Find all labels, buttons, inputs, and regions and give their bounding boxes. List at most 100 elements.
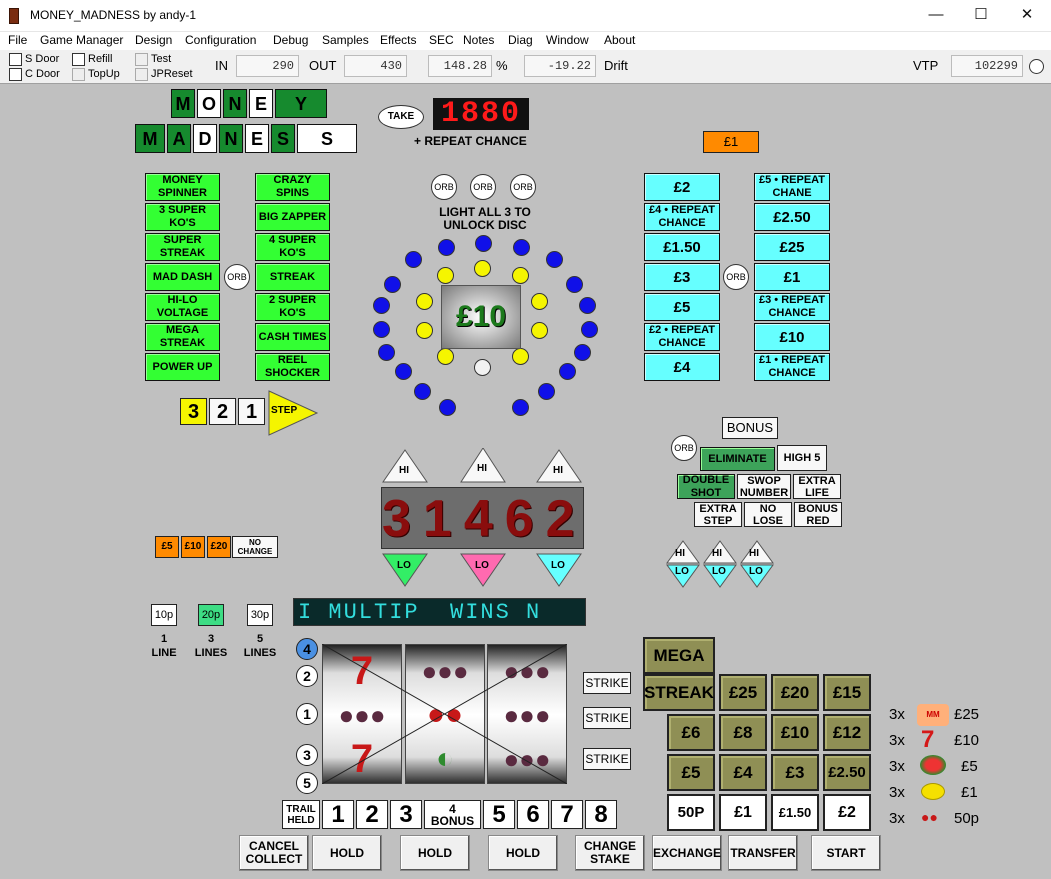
strike-button-1[interactable]: STRIKE <box>583 672 631 694</box>
reel-1: 7 ●●● 7 <box>322 644 402 784</box>
bonus-no-lose[interactable]: NO LOSE <box>744 502 792 527</box>
feature-money-spinner[interactable]: MONEY SPINNER <box>145 173 220 201</box>
step-arrow[interactable] <box>267 389 319 437</box>
bonus-red[interactable]: BONUS RED <box>794 502 842 527</box>
refill-checkbox[interactable] <box>72 53 85 66</box>
line-marker-2: 2 <box>296 665 318 687</box>
disc-light <box>475 235 492 252</box>
menu-sec[interactable]: SEC <box>429 33 454 47</box>
prize-cell: £5 <box>644 293 720 321</box>
maximize-button[interactable]: ☐ <box>974 6 988 23</box>
hold-button-1[interactable]: HOLD <box>312 835 382 871</box>
hilo-arrows[interactable] <box>379 448 605 588</box>
menu-configuration[interactable]: Configuration <box>185 33 257 47</box>
menu-game-manager[interactable]: Game Manager <box>40 33 124 47</box>
strike-button-3[interactable]: STRIKE <box>583 748 631 770</box>
stake-10p[interactable]: 10p <box>151 604 177 626</box>
feature-2-super-kos[interactable]: 2 SUPER KO'S <box>255 293 330 321</box>
close-button[interactable]: ✕ <box>1020 6 1034 23</box>
lo-label: LO <box>675 566 689 577</box>
menu-effects[interactable]: Effects <box>380 33 417 47</box>
hold-button-3[interactable]: HOLD <box>488 835 558 871</box>
bonus-swop-number[interactable]: SWOP NUMBER <box>737 474 791 499</box>
paytable-value: £25 <box>954 706 980 723</box>
bonus-double-shot[interactable]: DOUBLE SHOT <box>677 474 735 499</box>
start-button[interactable]: START <box>811 835 881 871</box>
menu-design[interactable]: Design <box>135 33 173 47</box>
s-door-checkbox[interactable] <box>9 53 22 66</box>
cancel-collect-button[interactable]: CANCEL COLLECT <box>239 835 309 871</box>
menu-diag[interactable]: Diag <box>508 33 533 47</box>
take-button[interactable]: TAKE <box>378 105 424 129</box>
feature-mega-streak[interactable]: MEGA STREAK <box>145 323 220 351</box>
minimize-button[interactable]: — <box>928 6 944 23</box>
feature-hi-lo-voltage[interactable]: HI-LO VOLTAGE <box>145 293 220 321</box>
strike-button-2[interactable]: STRIKE <box>583 707 631 729</box>
disc-light <box>395 363 412 380</box>
test-checkbox[interactable] <box>135 53 148 66</box>
hi-label: HI <box>675 548 685 559</box>
feature-streak[interactable]: STREAK <box>255 263 330 291</box>
small-prize-5: £5 <box>155 536 179 558</box>
hilo-diamonds[interactable] <box>665 539 777 589</box>
paytable-mult: 3x <box>889 732 905 749</box>
menu-file[interactable]: File <box>8 33 28 47</box>
bonus-eliminate[interactable]: ELIMINATE <box>700 447 775 471</box>
grapes-icon: ●●● <box>503 744 551 774</box>
feature-reel-shocker[interactable]: REEL SHOCKER <box>255 353 330 381</box>
hilo-hi-3[interactable]: HI <box>553 465 563 476</box>
topup-checkbox[interactable] <box>72 68 85 81</box>
transfer-button[interactable]: TRANSFER <box>728 835 798 871</box>
feature-mad-dash[interactable]: MAD DASH <box>145 263 220 291</box>
change-stake-button[interactable]: CHANGE STAKE <box>575 835 645 871</box>
disc-light <box>416 322 433 339</box>
c-door-label: C Door <box>25 68 60 80</box>
disc-light <box>513 239 530 256</box>
hilo-hi-1[interactable]: HI <box>399 465 409 476</box>
feature-big-zapper[interactable]: BIG ZAPPER <box>255 203 330 231</box>
menu-debug[interactable]: Debug <box>273 33 309 47</box>
mega-prize: £2.50 <box>823 754 871 791</box>
menu-notes[interactable]: Notes <box>463 33 495 47</box>
bonus-high-5[interactable]: HIGH 5 <box>777 445 827 471</box>
menu-window[interactable]: Window <box>546 33 589 47</box>
c-door-checkbox[interactable] <box>9 68 22 81</box>
game-panel: M O N E Y M A D N E S S TAKE 1880 + REPE… <box>1 85 1049 879</box>
feature-crazy-spins[interactable]: CRAZY SPINS <box>255 173 330 201</box>
mega-prize: £20 <box>771 674 819 711</box>
trail-step-2: 2 <box>356 800 388 829</box>
in-label: IN <box>215 58 228 73</box>
feature-cash-times[interactable]: CASH TIMES <box>255 323 330 351</box>
trail-held-label: TRAIL HELD <box>282 800 320 829</box>
feature-3-super-kos[interactable]: 3 SUPER KO'S <box>145 203 220 231</box>
exchange-button[interactable]: EXCHANGE <box>652 835 722 871</box>
disc-light <box>474 260 491 277</box>
mega-label: MEGA <box>643 637 715 674</box>
window-title: MONEY_MADNESS by andy-1 <box>30 8 197 22</box>
feature-4-super-kos[interactable]: 4 SUPER KO'S <box>255 233 330 261</box>
hilo-lo-2[interactable]: LO <box>475 560 489 571</box>
disc-light <box>416 293 433 310</box>
step-digit: 2 <box>209 398 236 425</box>
vtp-radio[interactable] <box>1029 59 1044 74</box>
feature-power-up[interactable]: POWER UP <box>145 353 220 381</box>
menu-samples[interactable]: Samples <box>322 33 369 47</box>
hold-button-2[interactable]: HOLD <box>400 835 470 871</box>
paytable-mult: 3x <box>889 810 905 827</box>
logo-letter: E <box>249 89 273 118</box>
hilo-lo-1[interactable]: LO <box>397 560 411 571</box>
disc-light <box>574 344 591 361</box>
stake-20p[interactable]: 20p <box>198 604 224 626</box>
mega-prize: £10 <box>771 714 819 751</box>
stake-30p[interactable]: 30p <box>247 604 273 626</box>
hilo-hi-2[interactable]: HI <box>477 463 487 474</box>
step-digit: 1 <box>238 398 265 425</box>
hilo-lo-3[interactable]: LO <box>551 560 565 571</box>
jpreset-checkbox[interactable] <box>135 68 148 81</box>
feature-super-streak[interactable]: SUPER STREAK <box>145 233 220 261</box>
trail-step-7: 7 <box>551 800 583 829</box>
bonus-extra-life[interactable]: EXTRA LIFE <box>793 474 841 499</box>
menu-about[interactable]: About <box>604 33 636 47</box>
bonus-extra-step[interactable]: EXTRA STEP <box>694 502 742 527</box>
logo-letter: D <box>193 124 217 153</box>
